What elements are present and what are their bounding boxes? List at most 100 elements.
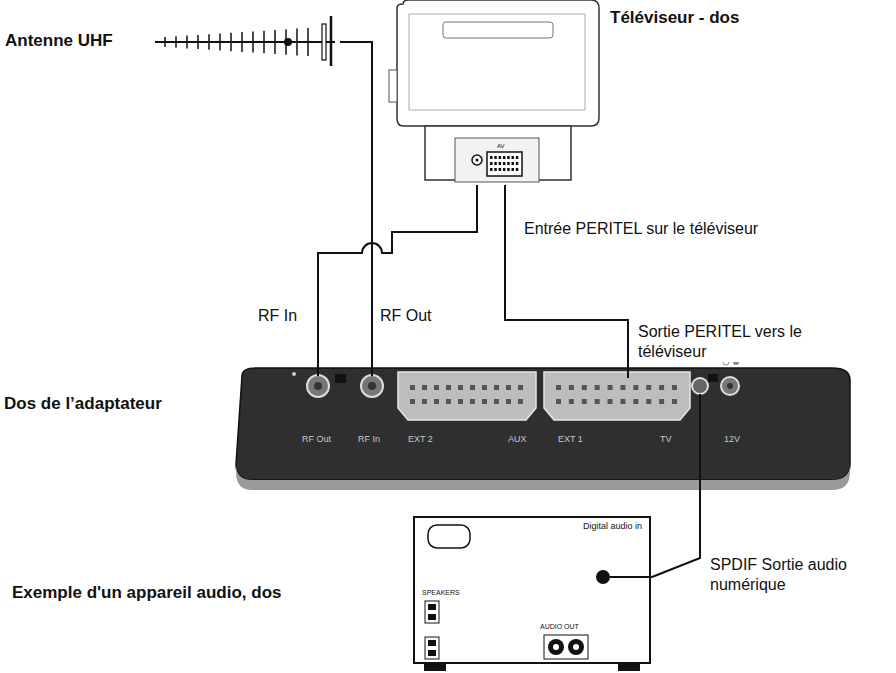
scart-pin [503,162,506,165]
tv-back-housing [425,126,571,180]
scart-pin [503,168,506,171]
scart-pin [672,399,677,404]
audio-foot [618,663,640,671]
adapter-led [292,372,296,376]
power-jack [721,377,739,395]
scart-pin [470,385,475,390]
scart-pin [410,399,415,404]
cable [340,42,372,368]
rf-out-pin [314,382,322,390]
scart-pin [507,156,510,159]
scart-pin [490,162,493,165]
scart-pin [434,399,439,404]
scart-pin [512,156,515,159]
antenna-mast [330,16,333,66]
antenna: Antenne UHF [5,22,340,62]
scart-pin [507,168,510,171]
cable-label: RF Out [378,306,434,326]
antenna-element [263,31,265,54]
scart-pin [608,399,613,404]
terminal-clip [428,640,436,646]
terminal-clip [428,604,436,610]
annotation: Entrée PERITEL sur le téléviseur [522,219,760,239]
scart-pin [516,156,519,159]
tv-connector-panel [455,138,539,182]
scart-pin [608,385,613,390]
scart-pin [494,156,497,159]
scart-pin [446,385,451,390]
scart-pin [556,385,561,390]
speaker-terminal [425,637,439,659]
scart-pin [503,156,506,159]
rf-in-jack [361,375,383,397]
cable [505,185,628,368]
speaker-terminal [425,601,439,623]
scart-pin [494,399,499,404]
antenna-dipole [284,38,292,46]
scart-pin [434,385,439,390]
scart-pin [672,385,677,390]
panel-label: AUDIO OUT [540,623,579,631]
antenna-label: Antenne UHF [5,31,113,51]
device-title: Téléviseur - dos [610,8,739,28]
rca-jack [568,639,584,655]
scart-pin [482,385,487,390]
antenna-element [230,33,232,51]
scart-pin [595,385,600,390]
tv-rf-pin [476,159,479,162]
cable [318,185,477,368]
rca-jack [548,639,564,655]
port-label: AUX [508,434,527,445]
port-label: EXT 1 [558,434,583,445]
scart-pin [446,399,451,404]
optical-jack [692,378,708,394]
adapter-drawing [232,368,852,490]
scart-pin [582,385,587,390]
port-label: RF In [358,434,380,445]
port-label: RF Out [302,434,331,445]
scart-pin [506,385,511,390]
scart-pin [470,399,475,404]
scart-socket [398,372,536,420]
rf-out-jack [307,375,329,397]
adapter: Dos de l’adaptateurRF OutRF InEXT 2AUXEX… [232,368,852,490]
scart-pin [490,168,493,171]
antenna-reflector [322,24,326,60]
antenna-element [241,32,243,52]
scart-pin [458,399,463,404]
cable-stub [371,368,373,376]
scart-pin [499,168,502,171]
scart-pin [569,399,574,404]
scart-pin [512,168,515,171]
audio-housing [414,517,650,663]
device-title: Dos de l’adaptateur [4,394,162,414]
tv-scart-socket [487,152,522,176]
audio-slot [428,525,470,548]
cable-label: Sortie PERITEL vers le téléviseur [636,322,812,362]
scart-pin [410,385,415,390]
scart-pin [556,399,561,404]
audio-device: Exemple d'un appareil audio, dosSPEAKERS… [412,517,652,669]
antenna-element [175,36,177,47]
scart-pin [507,162,510,165]
cable-stub [699,394,701,490]
scart-pin [422,385,427,390]
scart-pin [659,399,664,404]
scart-pin [633,399,638,404]
rf-in-pin [368,382,376,390]
scart-pin [422,399,427,404]
scart-pin [582,399,587,404]
panel-label: SPEAKERS [422,589,460,597]
television-drawing [395,0,780,185]
cable-stub [627,368,629,378]
audio-foot [424,663,446,671]
socket-label: AV [497,143,505,150]
antenna-element [208,34,210,50]
adapter-base [236,464,850,490]
scart-pin [620,385,625,390]
adapter-housing [236,368,850,480]
tv-rear-shell [397,0,599,126]
port-label: TV [660,434,672,445]
antenna-element [219,34,221,51]
antenna-element [164,37,166,47]
